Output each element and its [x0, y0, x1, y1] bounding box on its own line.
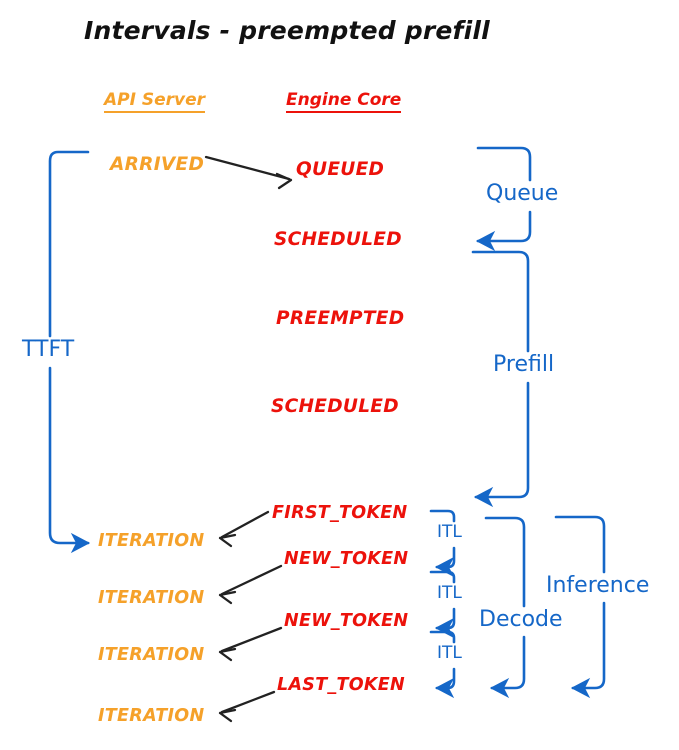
engine-event-first-token: FIRST_TOKEN [272, 503, 408, 523]
api-event-iteration-1: ITERATION [98, 531, 205, 551]
column-header-engine-core: Engine Core [286, 92, 402, 113]
api-event-iteration-4: ITERATION [98, 706, 205, 726]
interval-label-itl-3: ITL [437, 643, 462, 663]
api-event-arrived: ARRIVED [110, 154, 205, 175]
bracket-inference [554, 515, 606, 699]
engine-event-last-token: LAST_TOKEN [277, 675, 405, 695]
interval-label-inference: Inference [546, 573, 650, 598]
engine-event-new-token-1: NEW_TOKEN [284, 549, 409, 569]
arrow-new-token-to-iteration-2 [218, 564, 283, 605]
bracket-decode [484, 516, 526, 699]
interval-label-queue: Queue [486, 181, 559, 206]
engine-event-preempted: PREEMPTED [276, 308, 405, 329]
arrow-first-token-to-iteration [218, 510, 270, 548]
arrow-new-token-to-iteration-3 [218, 626, 283, 662]
arrow-last-token-to-iteration-4 [218, 690, 276, 723]
engine-event-new-token-2: NEW_TOKEN [284, 611, 409, 631]
interval-label-decode: Decode [479, 607, 563, 632]
engine-event-queued: QUEUED [296, 159, 385, 180]
column-header-api-server: API Server [104, 92, 206, 113]
engine-event-scheduled-1: SCHEDULED [274, 229, 402, 250]
interval-label-prefill: Prefill [493, 352, 555, 377]
page-title: Intervals - preempted prefill [84, 16, 490, 45]
api-event-iteration-2: ITERATION [98, 588, 205, 608]
interval-label-itl-1: ITL [437, 522, 462, 542]
api-event-iteration-3: ITERATION [98, 645, 205, 665]
interval-label-itl-2: ITL [437, 583, 462, 603]
arrow-arrived-to-queued [204, 155, 293, 190]
interval-label-ttft: TTFT [22, 337, 75, 362]
engine-event-scheduled-2: SCHEDULED [271, 396, 399, 417]
